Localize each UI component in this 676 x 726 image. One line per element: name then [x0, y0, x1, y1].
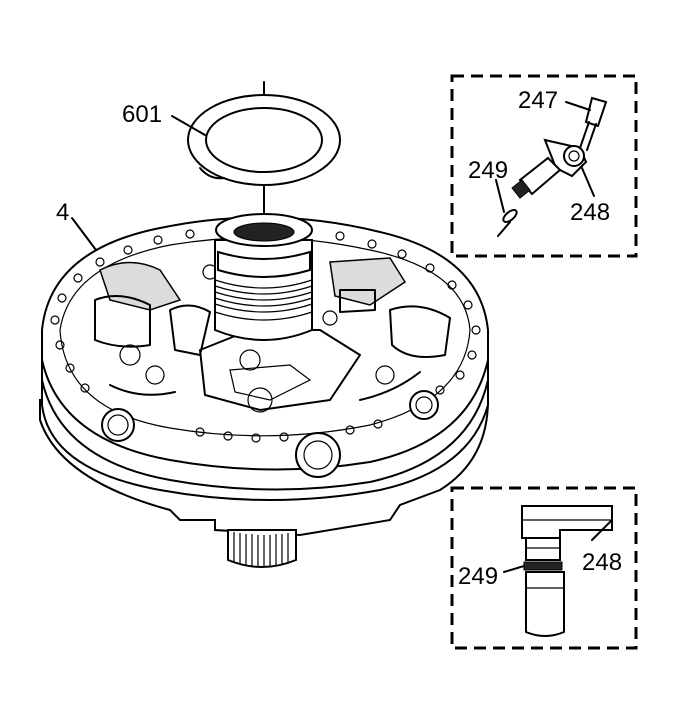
leader-248-bottom [591, 519, 613, 541]
callout-601: 601 [122, 101, 162, 128]
output-shaft [227, 529, 297, 568]
leader-249-bottom [503, 565, 525, 573]
leader-248-top [581, 167, 595, 197]
callout-248-bottom: 248 [582, 549, 622, 576]
leader-4 [71, 217, 97, 251]
leader-601 [171, 115, 206, 136]
speed-sensor-exploded [497, 96, 608, 237]
center-hub [214, 213, 313, 341]
pump-body-4 [39, 216, 490, 537]
callout-249-top: 249 [468, 157, 508, 184]
inset-box-exploded-sensor [450, 74, 638, 258]
inset-box-sensor-detail [450, 486, 638, 650]
callout-249-bottom: 249 [458, 563, 498, 590]
callout-4: 4 [56, 199, 69, 226]
rim-bolt-holes [50, 229, 481, 443]
callout-248-top: 248 [570, 199, 610, 226]
seal-ring-601 [187, 94, 341, 186]
leader-247 [565, 101, 591, 111]
speed-sensor-detail [521, 505, 613, 637]
callout-247: 247 [518, 87, 558, 114]
leader-249-top [495, 179, 505, 213]
